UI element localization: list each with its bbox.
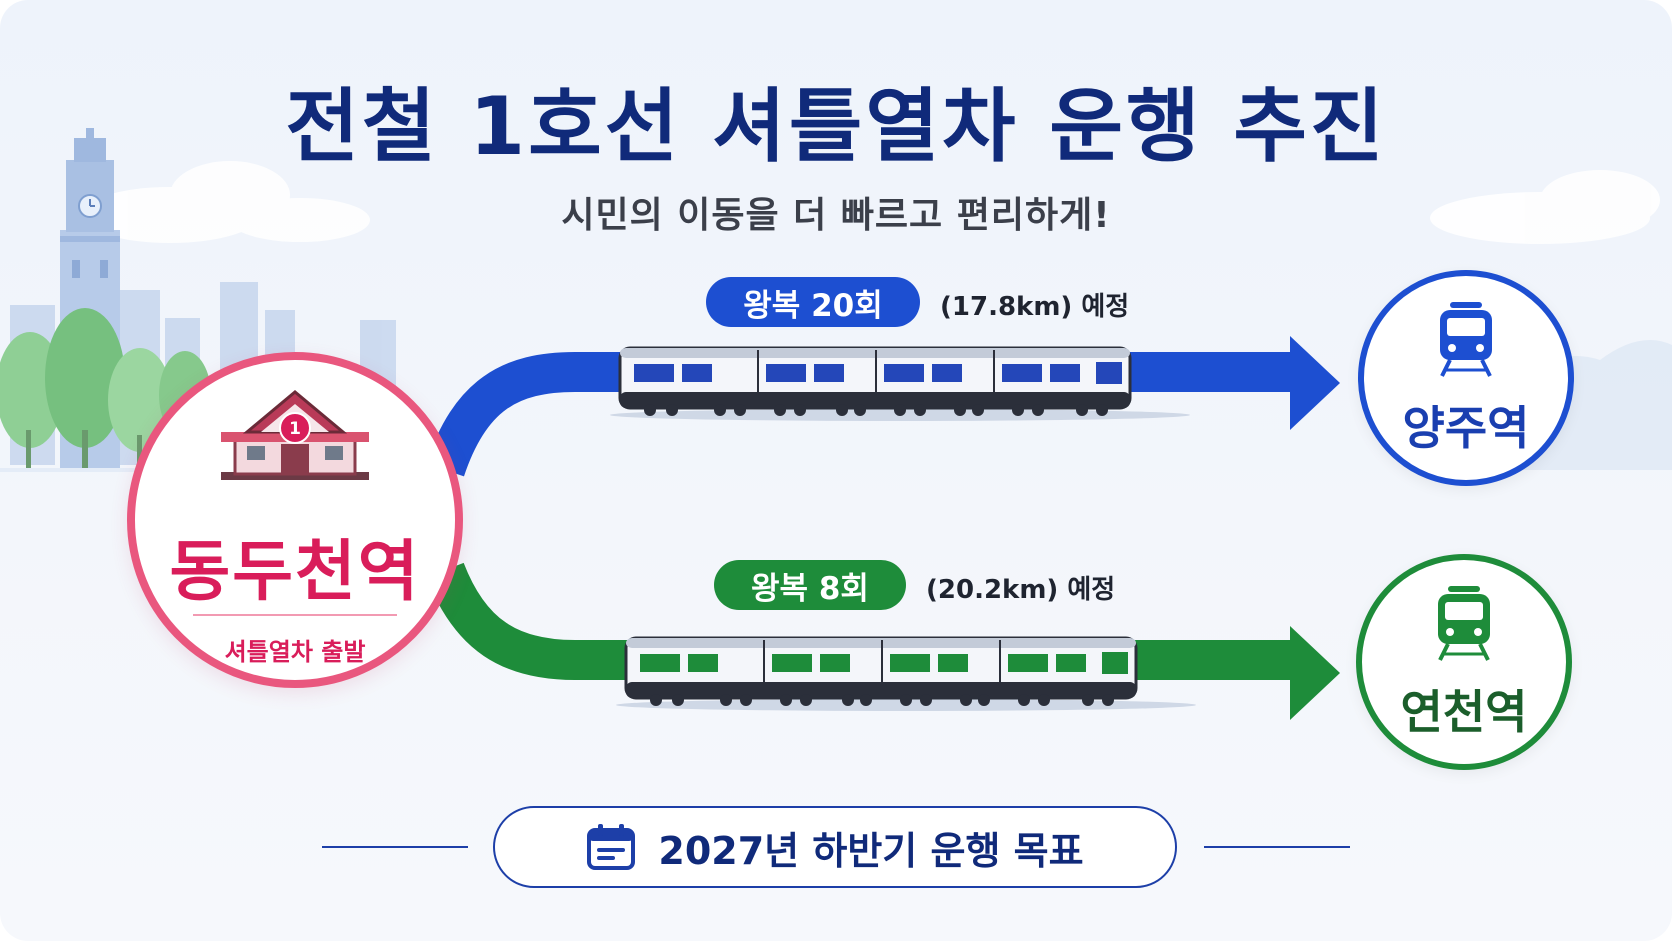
origin-station-subtitle: 셔틀열차 출발 [224,638,366,666]
destination-name-top: 양주역 [1402,401,1530,455]
train-bottom [616,636,1196,711]
footer-line-left [322,846,468,848]
arrow-head-top [1290,336,1340,430]
station-building-icon: 1 [221,390,369,480]
route-line-top [426,352,1300,477]
calendar-icon [587,824,636,870]
train-icon [1438,586,1490,661]
page-subtitle: 시민의 이동을 더 빠르고 편리하게! [561,195,1111,236]
origin-station-circle: 1 동두천역 셔틀열차 출발 [127,352,463,688]
route-line-bottom [426,562,1300,680]
line-number-badge: 1 [289,419,301,439]
page-title: 전철 1호선 셔틀열차 운행 추진 [285,80,1387,173]
origin-divider [193,614,397,616]
arrow-head-bottom [1290,626,1340,720]
clouds [80,161,1660,244]
trip-detail-top: (17.8km) 예정 [940,292,1130,322]
origin-station-name: 동두천역 [169,533,421,610]
trip-detail-bottom: (20.2km) 예정 [926,575,1116,605]
trip-count-badge-top: 왕복 20회 [706,277,920,327]
footer-line-right [1204,846,1350,848]
train-top [610,346,1190,421]
target-text: 2027년 하반기 운행 목표 [658,828,1084,873]
target-pill: 2027년 하반기 운행 목표 [493,806,1177,888]
train-icon [1440,302,1492,377]
destination-name-bottom: 연천역 [1400,685,1528,739]
destination-station-yeoncheon: 연천역 [1356,554,1572,770]
trip-count-badge-bottom: 왕복 8회 [714,560,906,610]
destination-station-yangju: 양주역 [1358,270,1574,486]
